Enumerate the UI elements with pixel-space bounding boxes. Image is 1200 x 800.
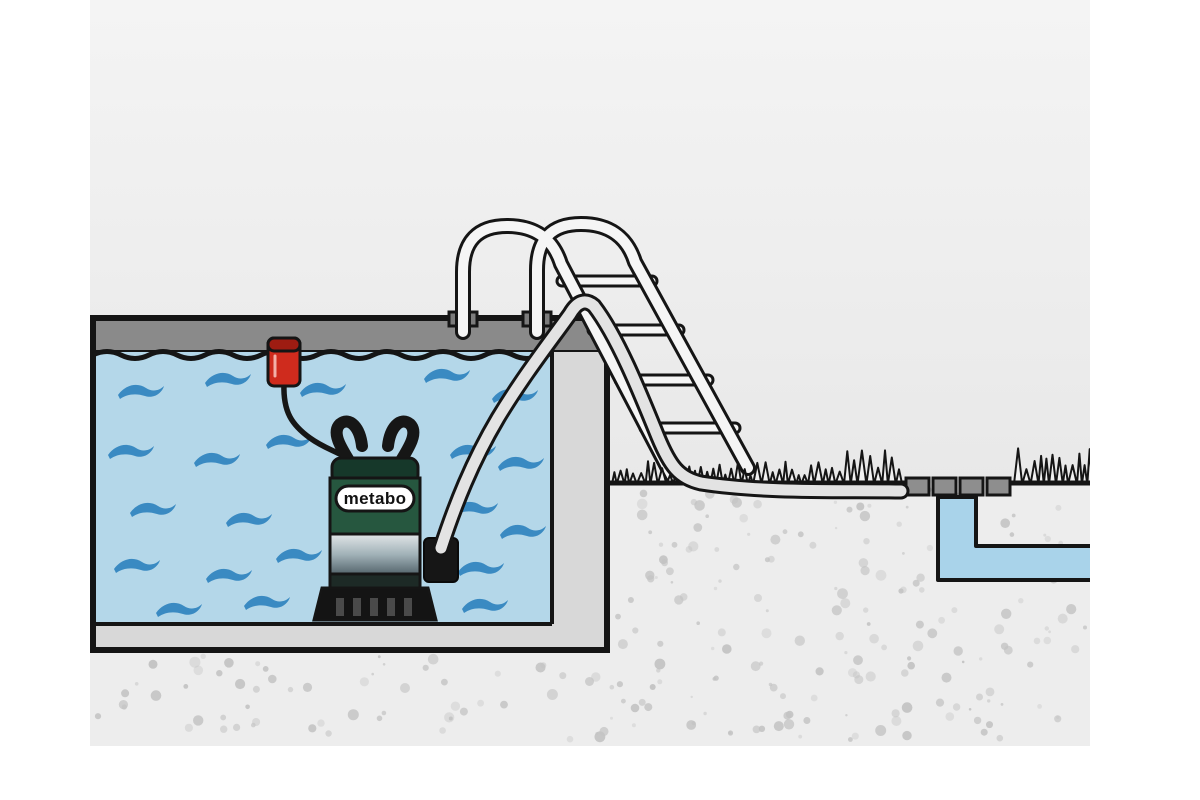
pump-brand-label: metabo	[344, 489, 407, 508]
pump-intake-slots	[336, 598, 412, 616]
pump-steel-band	[328, 532, 422, 578]
water-surface-line	[91, 349, 554, 361]
pump-brand-badge	[334, 484, 416, 513]
pool	[90, 315, 610, 653]
ground-under-pool	[90, 650, 607, 746]
grass-tuft-row	[1013, 447, 1090, 485]
ground-right	[607, 483, 1090, 746]
drain-hose-body	[435, 296, 907, 554]
pool-floor	[93, 624, 607, 650]
drain-channel	[936, 495, 1090, 582]
pump: metabo	[312, 415, 459, 622]
drain-grate	[904, 476, 1012, 497]
drain	[904, 476, 1090, 582]
ladder-rails-inner	[458, 218, 753, 481]
float-cap	[266, 336, 302, 353]
pump-handle	[330, 415, 420, 478]
drain-hose	[432, 293, 910, 557]
pool-water	[93, 352, 552, 624]
ground	[90, 483, 1090, 746]
pool-wall	[552, 352, 607, 624]
